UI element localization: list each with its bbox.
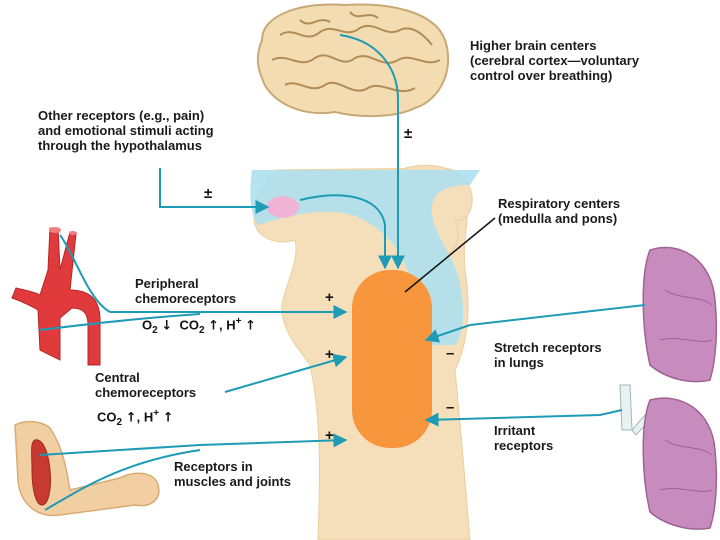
peripheral-h-arrow: ↑ <box>245 318 257 334</box>
sign-central: + <box>325 346 334 363</box>
label-peripheral-line2: chemoreceptors <box>135 291 237 306</box>
pathway-peripheral-2 <box>39 313 201 331</box>
label-peripheral-line1: Peripheral <box>135 276 199 291</box>
respiratory-center-shape <box>352 270 432 448</box>
central-co2: CO <box>97 409 117 425</box>
label-respiratory-centers-line2: (medulla and pons) <box>498 211 618 226</box>
label-other-receptors-line2: and emotional stimuli acting <box>38 123 214 138</box>
central-h: H <box>143 409 154 425</box>
central-co2-sub: 2 <box>116 416 123 428</box>
label-stretch-line2: in lungs <box>494 355 544 370</box>
arm-illustration <box>14 420 160 517</box>
aorta-carotid-illustration <box>11 227 101 366</box>
lung-lower-illustration <box>642 397 718 530</box>
pathway-muscles-2 <box>44 449 201 511</box>
pathway-higher-brain <box>339 34 405 270</box>
label-muscles-line2: muscles and joints <box>174 474 292 489</box>
peripheral-stimuli: O2 ↓ CO2 ↑, H+ ↑ <box>142 316 256 336</box>
sign-irritant: – <box>446 399 455 416</box>
label-higher-brain-centers: Higher brain centers (cerebral cortex—vo… <box>470 38 715 83</box>
pathway-peripheral <box>59 234 348 319</box>
central-stimuli: CO2 ↑, H+ ↑ <box>97 408 174 428</box>
pathway-irritant <box>424 409 623 427</box>
label-higher-brain-line2: (cerebral cortex—voluntary <box>470 53 640 68</box>
sign-muscles: + <box>325 427 334 444</box>
label-stretch-receptors: Stretch receptors in lungs <box>494 340 654 370</box>
peripheral-co2: CO <box>179 317 199 333</box>
label-respiratory-centers-line1: Respiratory centers <box>498 196 621 211</box>
nerve-pathways <box>39 34 646 511</box>
central-h-sup: + <box>153 408 160 419</box>
pathway-muscles <box>39 433 348 456</box>
label-other-receptors-line1: Other receptors (e.g., pain) <box>38 108 205 123</box>
hypothalamus-shape <box>267 196 299 218</box>
label-central-line1: Central <box>95 370 140 385</box>
label-irritant-receptors: Irritant receptors <box>494 423 614 453</box>
respiratory-center-pointer <box>404 217 496 293</box>
peripheral-o2: O <box>142 317 153 333</box>
peripheral-h: H <box>226 317 236 333</box>
peripheral-o2-arrow: ↓ <box>161 318 173 334</box>
central-h-arrow: ↑ <box>162 410 174 426</box>
label-irritant-line1: Irritant <box>494 423 536 438</box>
label-respiratory-centers: Respiratory centers (medulla and pons) <box>498 196 698 226</box>
label-other-receptors: Other receptors (e.g., pain) and emotion… <box>38 108 268 153</box>
peripheral-h-sup: + <box>235 316 242 327</box>
central-sep: , <box>136 409 144 425</box>
brain-illustration <box>256 3 450 118</box>
pathway-hypothalamus-to-center <box>299 194 392 270</box>
label-other-receptors-line3: through the hypothalamus <box>38 138 202 153</box>
label-peripheral-chemoreceptors: Peripheral chemoreceptors <box>135 276 285 306</box>
label-muscle-joint-receptors: Receptors in muscles and joints <box>174 459 344 489</box>
peripheral-sep: , <box>219 317 227 333</box>
peripheral-co2-sub: 2 <box>198 324 205 336</box>
label-stretch-line1: Stretch receptors <box>494 340 602 355</box>
label-muscles-line1: Receptors in <box>174 459 253 474</box>
central-co2-arrow: ↑ <box>125 410 137 426</box>
pathway-stretch <box>424 304 646 343</box>
label-central-chemoreceptors: Central chemoreceptors <box>95 370 245 400</box>
label-central-line2: chemoreceptors <box>95 385 197 400</box>
sign-peripheral: + <box>325 289 334 306</box>
pathway-central <box>224 353 348 393</box>
label-higher-brain-line1: Higher brain centers <box>470 38 597 53</box>
lung-upper-illustration <box>642 246 718 383</box>
label-irritant-line2: receptors <box>494 438 554 453</box>
sign-hypothalamus: ± <box>204 185 213 202</box>
peripheral-co2-arrow: ↑ <box>208 318 220 334</box>
peripheral-o2-sub: 2 <box>152 324 158 336</box>
sign-stretch: – <box>446 345 455 362</box>
label-higher-brain-line3: control over breathing) <box>470 68 613 83</box>
sign-higher-brain: ± <box>404 125 413 142</box>
pathway-hypothalamus <box>159 168 270 214</box>
